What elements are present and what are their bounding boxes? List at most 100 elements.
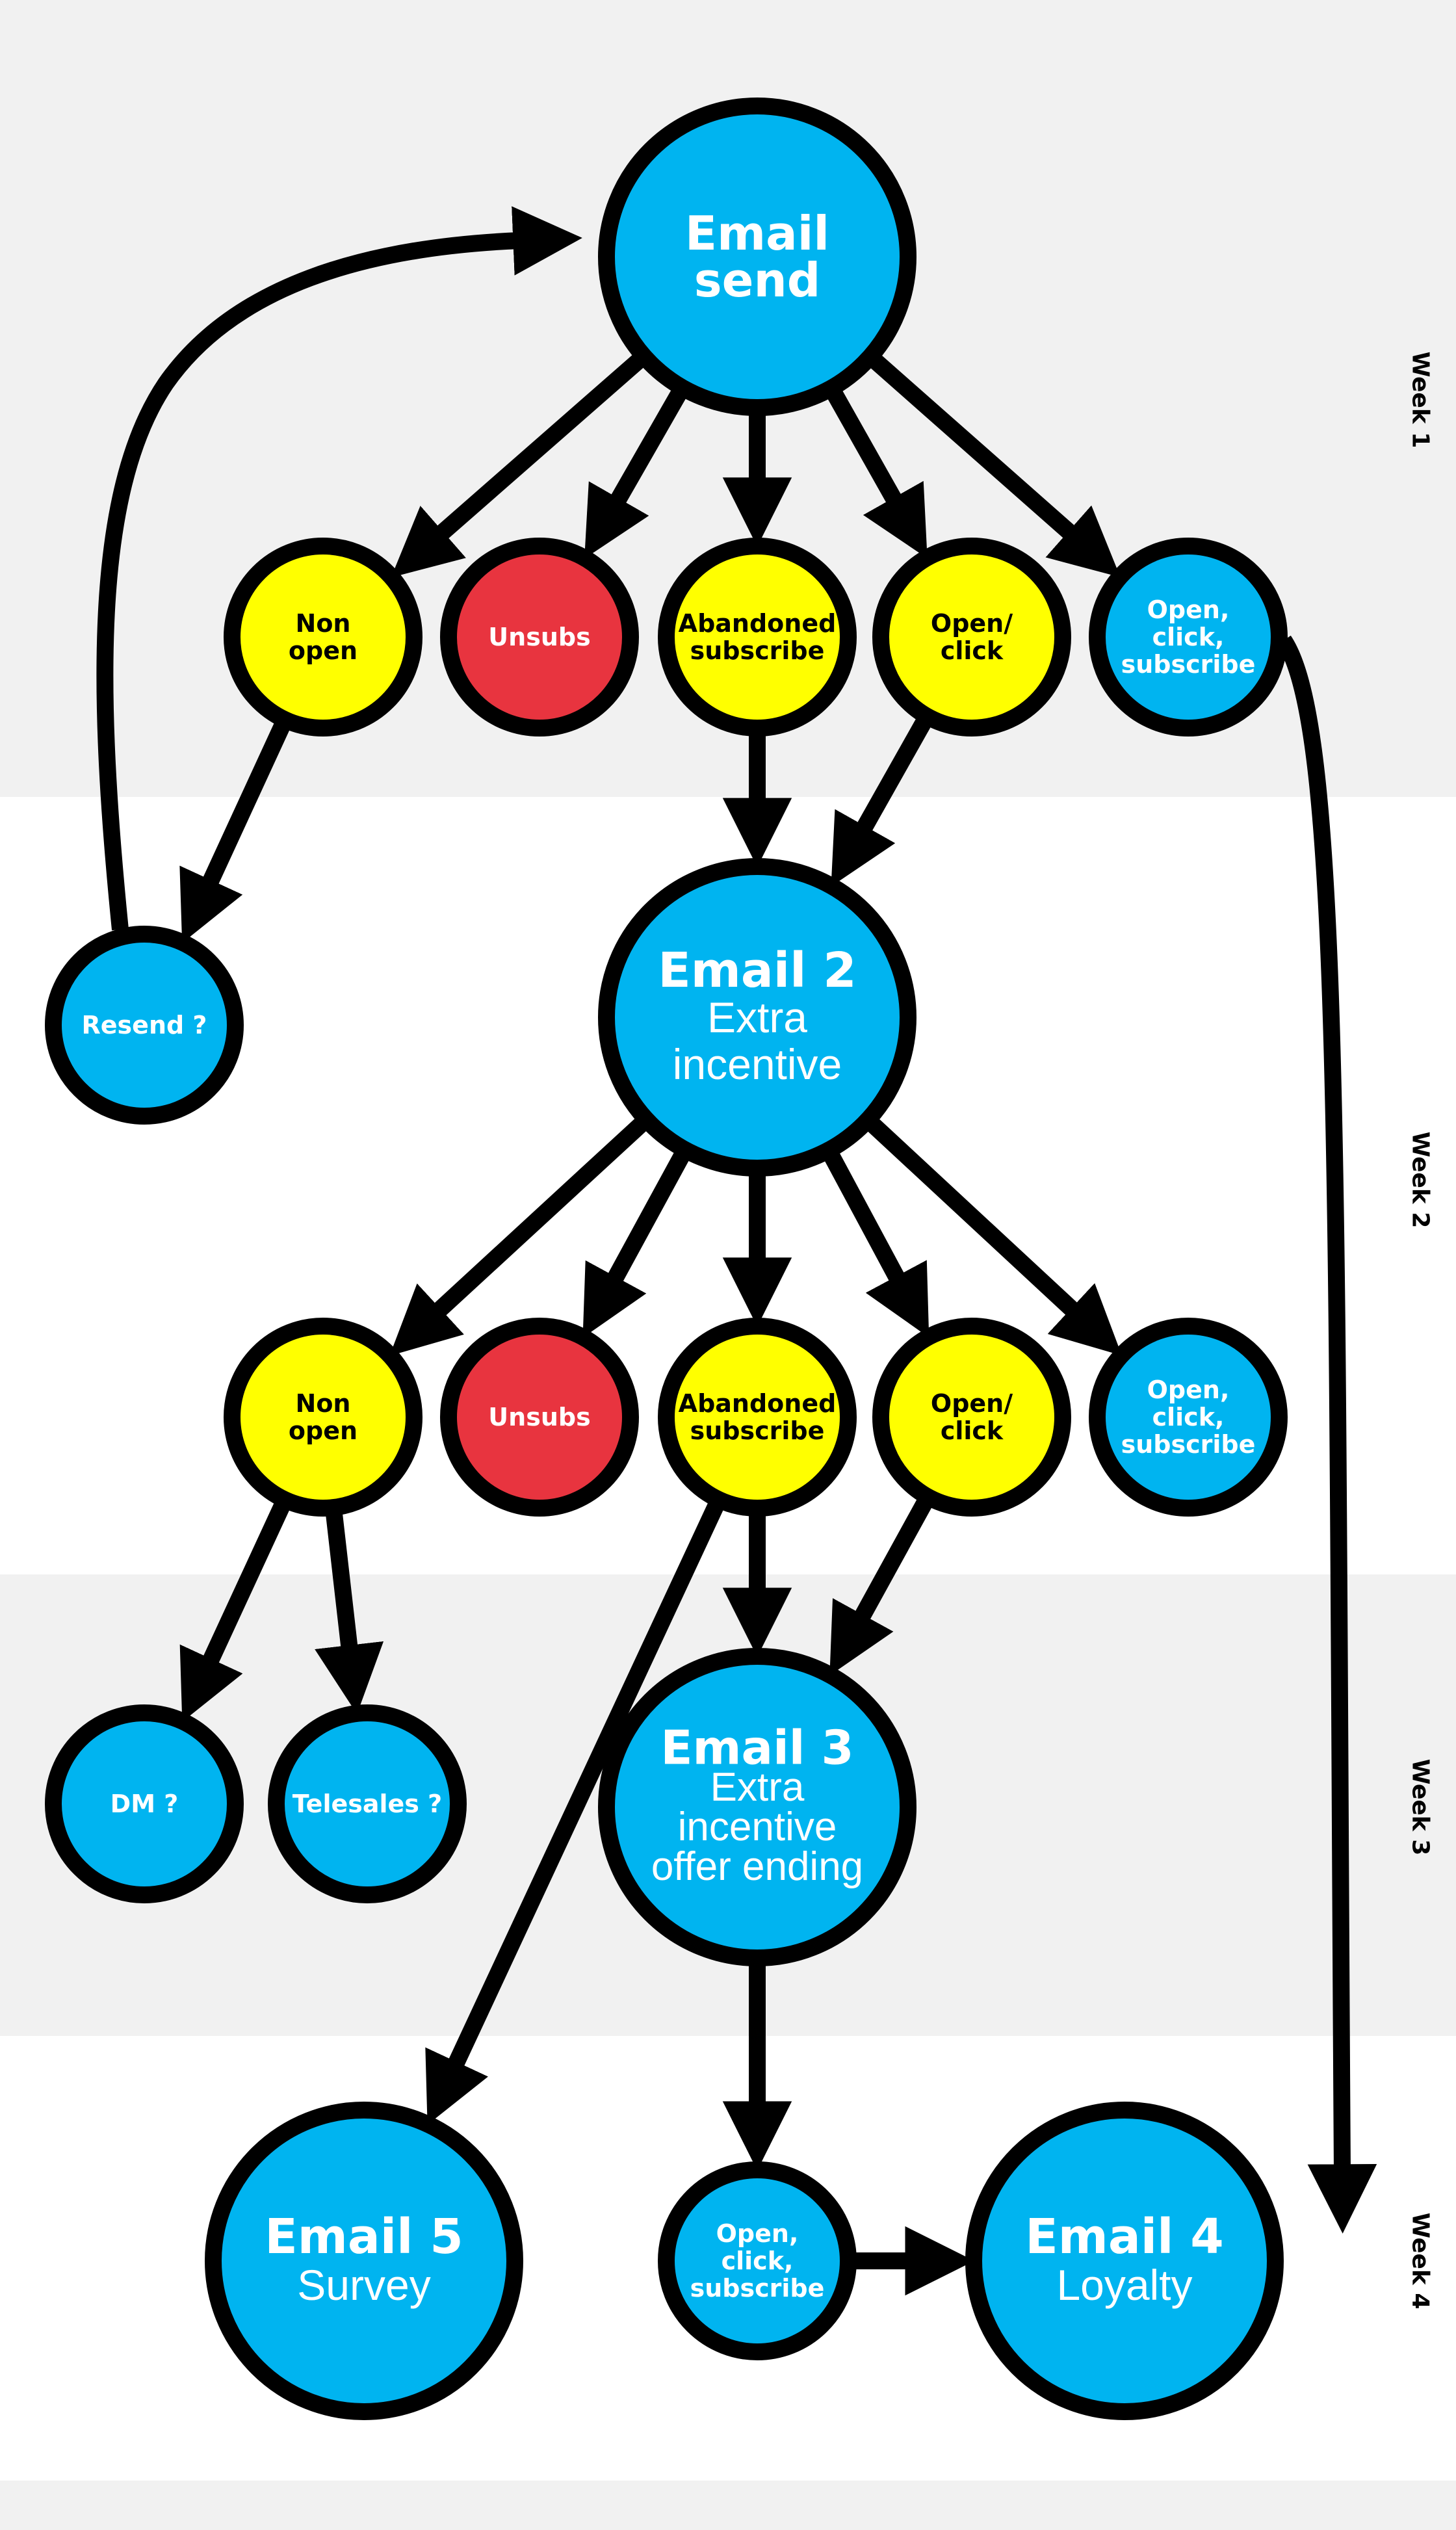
node-dm: DM ? <box>45 1704 244 1903</box>
node-circle-w2-open-click <box>872 1318 1071 1517</box>
node-circle-w2-subscribe <box>1089 1318 1288 1517</box>
node-label-w2-open-click-line-2: click <box>941 1416 1004 1445</box>
node-w2-open-click: Open/click <box>872 1318 1071 1517</box>
node-w1-unsubs: Unsubs <box>440 538 639 737</box>
node-circle-resend <box>45 926 244 1125</box>
node-label-email-send-line-2: send <box>694 253 820 307</box>
arrow-w1-subscribe-to-email-4 <box>1277 635 1377 2234</box>
node-label-telesales-line-1: Telesales ? <box>292 1790 442 1818</box>
arrow-w2-abandoned-to-email-5 <box>425 1498 725 2125</box>
node-label-w1-non-open-line-1: Non <box>296 609 351 638</box>
node-label-email-5-line-2: Survey <box>297 2261 430 2309</box>
node-w2-unsubs: Unsubs <box>440 1318 639 1517</box>
node-label-w1-unsubs-line-1: Unsubs <box>488 623 590 651</box>
node-label-w2-subscribe-line-1: Open, <box>1147 1376 1230 1404</box>
node-label-email-3-line-1: Email 3 <box>660 1721 853 1775</box>
node-w4-subscribe: Open,click,subscribe <box>658 2161 857 2360</box>
node-circle-w4-subscribe <box>658 2161 857 2360</box>
node-label-email-3-line-3: incentive <box>678 1805 837 1849</box>
node-circle-w2-abandoned <box>658 1318 857 1517</box>
week-label-4: Week 4 <box>1407 2213 1434 2310</box>
arrow-email-send-to-w1-open-click <box>826 387 928 558</box>
arrow-email-send-to-w1-unsubs <box>584 386 688 559</box>
node-circle-dm <box>45 1704 244 1903</box>
node-circle-email-4 <box>965 2102 1284 2420</box>
node-label-w2-non-open-line-1: Non <box>296 1389 351 1418</box>
arrow-w1-open-click-to-email-2 <box>831 714 933 887</box>
node-label-w2-abandoned-line-2: subscribe <box>690 1416 825 1445</box>
node-label-w1-subscribe-line-3: subscribe <box>1121 650 1256 679</box>
node-circle-email-2 <box>598 858 916 1177</box>
node-label-w1-non-open-line-2: open <box>289 636 358 665</box>
node-label-w1-subscribe-line-1: Open, <box>1147 595 1230 624</box>
arrow-w2-non-open-to-telesales <box>315 1509 384 1714</box>
arrow-resend-to-email-send <box>96 206 582 931</box>
node-label-w2-open-click-line-1: Open/ <box>931 1389 1013 1418</box>
arrow-email-send-to-w1-subscribe <box>867 352 1121 577</box>
node-circle-w1-abandoned <box>658 538 857 737</box>
node-circle-email-send <box>598 98 916 416</box>
node-label-w4-subscribe-line-3: subscribe <box>690 2274 825 2302</box>
arrow-w1-non-open-to-resend <box>179 719 292 943</box>
node-circle-w1-open-click <box>872 538 1071 737</box>
node-label-w4-subscribe-line-2: click, <box>722 2247 794 2275</box>
node-w2-subscribe: Open,click,subscribe <box>1089 1318 1288 1517</box>
node-circle-w2-unsubs <box>440 1318 639 1517</box>
week-label-3: Week 3 <box>1407 1759 1434 1856</box>
node-label-w1-open-click-line-2: click <box>941 636 1004 665</box>
arrow-w2-non-open-to-dm <box>179 1499 291 1722</box>
week-band-5 <box>0 2481 1456 2530</box>
node-label-dm-line-1: DM ? <box>110 1790 179 1818</box>
node-circle-w2-non-open <box>224 1318 422 1517</box>
arrow-email-2-to-w2-open-click <box>822 1149 930 1338</box>
node-label-email-2-line-3: incentive <box>673 1040 842 1088</box>
node-circle-email-3 <box>598 1648 916 1966</box>
node-label-w2-abandoned-line-1: Abandoned <box>679 1389 837 1418</box>
node-label-w2-unsubs-line-1: Unsubs <box>488 1403 590 1431</box>
node-w1-open-click: Open/click <box>872 538 1071 737</box>
node-label-email-5-line-1: Email 5 <box>265 2209 463 2265</box>
node-circle-email-5 <box>205 2102 523 2420</box>
node-label-email-2-line-2: Extra <box>707 993 807 1041</box>
node-w1-subscribe: Open,click,subscribe <box>1089 538 1288 737</box>
week-label-2: Week 2 <box>1407 1132 1434 1229</box>
arrow-w2-open-click-to-email-3 <box>829 1495 934 1676</box>
node-label-w1-abandoned-line-2: subscribe <box>690 636 825 665</box>
node-circle-w1-subscribe <box>1089 538 1288 737</box>
arrow-email-2-to-w2-subscribe <box>864 1115 1123 1356</box>
node-label-w1-abandoned-line-1: Abandoned <box>679 609 837 638</box>
node-label-w2-subscribe-line-2: click, <box>1152 1403 1225 1431</box>
node-telesales: Telesales ? <box>268 1704 467 1903</box>
arrow-email-send-to-w1-non-open <box>391 352 647 578</box>
arrow-email-2-to-w2-non-open <box>389 1115 650 1356</box>
node-label-email-4-line-2: Loyalty <box>1056 2261 1192 2309</box>
node-label-email-3-line-2: Extra <box>710 1765 805 1810</box>
node-label-resend-line-1: Resend ? <box>82 1011 207 1039</box>
node-label-w4-subscribe-line-1: Open, <box>716 2219 799 2248</box>
node-label-email-send-line-1: Email <box>685 206 829 261</box>
node-label-email-3-line-4: offer ending <box>651 1844 863 1889</box>
node-label-w2-subscribe-line-3: subscribe <box>1121 1430 1256 1459</box>
node-label-email-2-line-1: Email 2 <box>658 943 857 998</box>
node-label-w2-non-open-line-2: open <box>289 1416 358 1445</box>
week-label-1: Week 1 <box>1407 352 1434 449</box>
node-circle-w1-unsubs <box>440 538 639 737</box>
arrow-email-2-to-w2-unsubs <box>582 1148 692 1338</box>
node-resend: Resend ? <box>45 926 244 1125</box>
node-circle-telesales <box>268 1704 467 1903</box>
node-label-w1-open-click-line-1: Open/ <box>931 609 1013 638</box>
node-label-w1-subscribe-line-2: click, <box>1152 623 1225 651</box>
node-label-email-4-line-1: Email 4 <box>1025 2209 1224 2265</box>
node-circle-w1-non-open <box>224 538 422 737</box>
